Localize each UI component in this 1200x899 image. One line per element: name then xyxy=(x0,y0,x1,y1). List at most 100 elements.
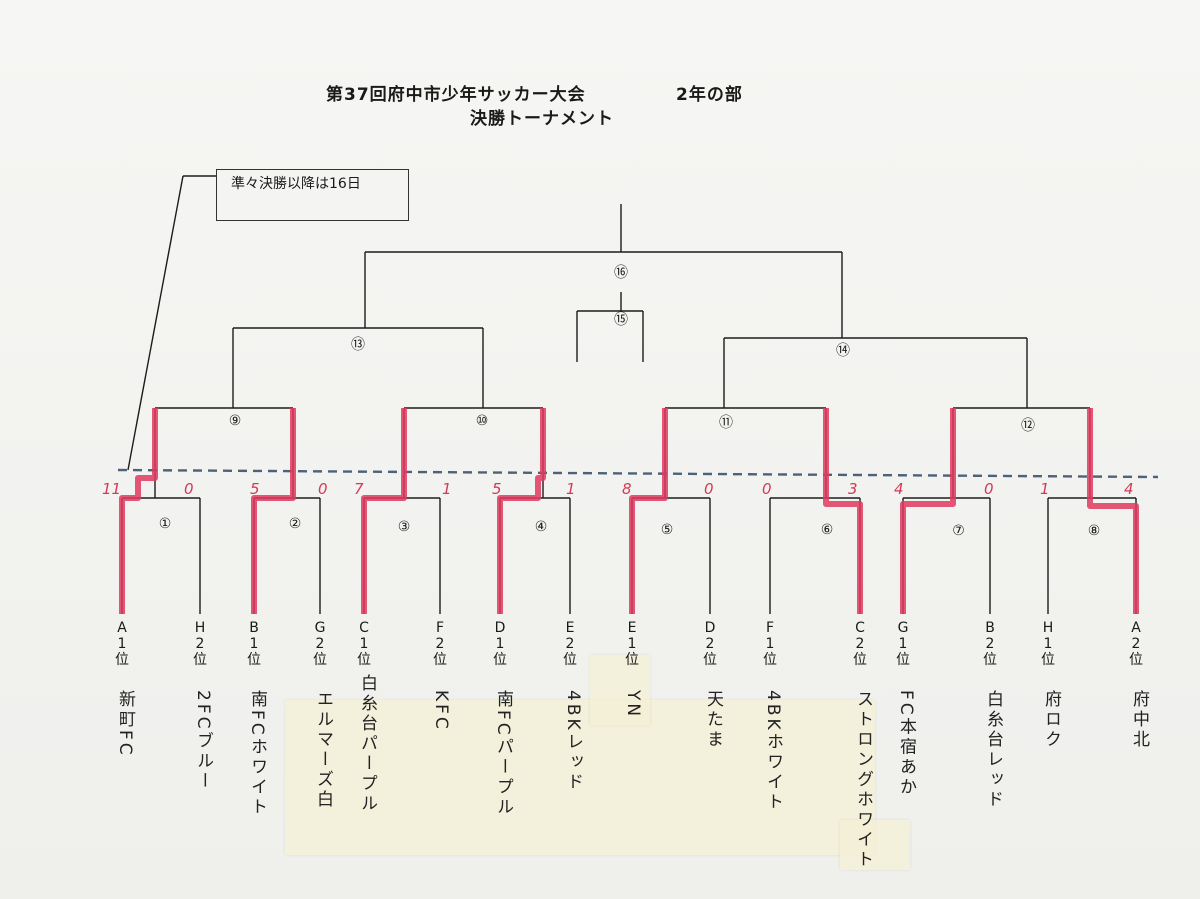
seed-group: D xyxy=(494,620,506,636)
team-name: YN xyxy=(623,690,643,720)
team-name: 2FCブルー xyxy=(193,690,213,792)
seed-rank: 2 xyxy=(195,636,205,652)
seed-group: F xyxy=(435,620,445,636)
team-name: 府中北 xyxy=(1129,690,1149,750)
match-number-15: ⑮ xyxy=(614,312,628,328)
seed-group: G xyxy=(314,620,326,636)
team-score: 4 xyxy=(1124,480,1134,498)
winner-path-highlight xyxy=(119,408,158,614)
tape-strip xyxy=(285,700,875,855)
team-name: FC本宿あか xyxy=(896,690,916,798)
seed-position: 位 xyxy=(703,652,717,668)
team-score: 5 xyxy=(250,480,260,498)
match-number-3: ③ xyxy=(398,519,411,535)
seed-group: F xyxy=(765,620,775,636)
note-leader-line xyxy=(127,175,184,471)
seed-position: 位 xyxy=(313,652,327,668)
seed-group: E xyxy=(627,620,637,636)
seed-position: 位 xyxy=(563,652,577,668)
qualification-dashed-line xyxy=(117,468,1159,479)
match-number-11: ⑪ xyxy=(719,415,733,431)
match-number-16: ⑯ xyxy=(614,265,628,281)
seed-group: H xyxy=(194,620,206,636)
team-name: 白糸台レッド xyxy=(983,690,1003,810)
seed-group: B xyxy=(985,620,995,636)
seed-rank: 1 xyxy=(117,636,127,652)
tape-strip xyxy=(840,820,910,870)
match-number-8: ⑧ xyxy=(1088,523,1101,539)
team-name: 4BKレッド xyxy=(563,690,583,793)
team-score: 0 xyxy=(762,480,772,498)
winner-path-highlight xyxy=(629,408,668,614)
match-number-1: ① xyxy=(159,516,172,532)
seed-rank: 2 xyxy=(855,636,865,652)
team-score: 1 xyxy=(442,480,452,498)
seed-position: 位 xyxy=(357,652,371,668)
seed-rank: 1 xyxy=(249,636,259,652)
match-number-12: ⑫ xyxy=(1021,418,1035,434)
tape-strip xyxy=(590,655,650,725)
seed-group: H xyxy=(1042,620,1054,636)
seed-position: 位 xyxy=(247,652,261,668)
team-score: 8 xyxy=(622,480,632,498)
match-number-9: ⑨ xyxy=(229,413,242,429)
seed-group: A xyxy=(117,620,127,636)
schedule-note-text: 準々決勝以降は16日 xyxy=(231,176,361,192)
seed-rank: 1 xyxy=(495,636,505,652)
seed-position: 位 xyxy=(115,652,129,668)
division-label: 2年の部 xyxy=(676,85,743,105)
match-number-6: ⑥ xyxy=(821,522,834,538)
team-score: 3 xyxy=(848,480,858,498)
team-name: 南FCパープル xyxy=(493,690,513,818)
seed-rank: 1 xyxy=(898,636,908,652)
team-score: 1 xyxy=(1040,480,1050,498)
match-number-2: ② xyxy=(289,516,302,532)
team-score: 5 xyxy=(492,480,502,498)
winner-path-highlight xyxy=(823,408,863,614)
winner-path-highlight xyxy=(497,408,546,614)
winner-path-highlight xyxy=(900,408,956,614)
match-number-7: ⑦ xyxy=(952,523,965,539)
seed-position: 位 xyxy=(433,652,447,668)
seed-rank: 2 xyxy=(565,636,575,652)
team-name: KFC xyxy=(431,690,451,732)
seed-position: 位 xyxy=(983,652,997,668)
seed-group: D xyxy=(704,620,716,636)
team-name: 南FCホワイト xyxy=(247,690,267,818)
seed-position: 位 xyxy=(1129,652,1143,668)
seed-position: 位 xyxy=(896,652,910,668)
seed-position: 位 xyxy=(763,652,777,668)
bracket-subtitle: 決勝トーナメント xyxy=(470,109,614,129)
match-number-13: ⑬ xyxy=(351,337,365,353)
tournament-title: 第37回府中市少年サッカー大会 xyxy=(326,85,586,105)
seed-group: B xyxy=(249,620,259,636)
winner-path-highlight xyxy=(361,408,407,614)
schedule-note: 準々決勝以降は16日 xyxy=(216,169,409,221)
seed-rank: 2 xyxy=(435,636,445,652)
team-score: 0 xyxy=(704,480,714,498)
team-name: エルマーズ白 xyxy=(313,690,333,810)
match-number-5: ⑤ xyxy=(661,522,674,538)
team-name: 天たま xyxy=(703,690,723,750)
seed-rank: 2 xyxy=(985,636,995,652)
match-number-4: ④ xyxy=(535,519,548,535)
seed-position: 位 xyxy=(1041,652,1055,668)
match-number-14: ⑭ xyxy=(836,343,850,359)
team-name: 4BKホワイト xyxy=(763,690,783,813)
seed-position: 位 xyxy=(625,652,639,668)
seed-position: 位 xyxy=(853,652,867,668)
seed-group: C xyxy=(855,620,865,636)
seed-group: C xyxy=(359,620,369,636)
seed-position: 位 xyxy=(193,652,207,668)
seed-group: G xyxy=(897,620,909,636)
